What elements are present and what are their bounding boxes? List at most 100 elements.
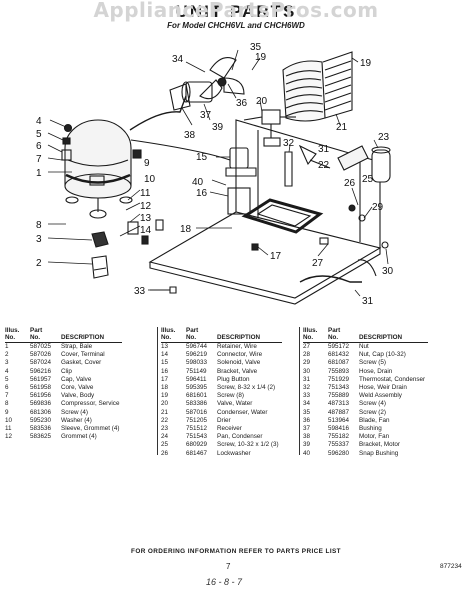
illus-no-cell: 38 — [303, 433, 311, 441]
illus-no-cell: 14 — [161, 351, 169, 359]
description-cell: Sleeve, Grommet (4) — [61, 425, 120, 433]
col-header-description: DESCRIPTION — [359, 327, 429, 343]
part-no-cell: 681087 — [328, 359, 350, 367]
col-header-part: Part No. — [30, 327, 61, 343]
part-no-cell: 751512 — [186, 425, 208, 433]
valve-cap-shape — [63, 123, 73, 133]
part-no-cell: 587024 — [30, 359, 52, 367]
callout-34: 34 — [172, 54, 184, 65]
description-cell: Screw, 8-32 x 1/4 (2) — [217, 384, 276, 392]
description-cell: Connector, Wire — [217, 351, 263, 359]
part-no-cell: 751543 — [186, 433, 208, 441]
illus-no-cell: 22 — [161, 416, 169, 424]
illus-no-cell: 23 — [161, 425, 169, 433]
col-header-illus: Illus. No. — [5, 327, 30, 343]
callout-32: 32 — [283, 138, 295, 149]
part-no-cell: 596744 — [186, 343, 208, 350]
description-cell: Motor, Fan — [359, 433, 390, 441]
part-no-cell: 598416 — [328, 425, 350, 433]
part-no-cell: 561956 — [30, 392, 52, 400]
callout-25: 25 — [362, 174, 374, 185]
description-cell: Screw (4) — [61, 408, 88, 416]
page-subtitle: For Model CHCH6VL and CHCH6WD — [167, 21, 305, 30]
illus-no-cell: 11 — [5, 425, 12, 433]
description-cell: Solenoid, Valve — [217, 359, 261, 367]
description-cell: Bracket, Valve — [217, 367, 258, 375]
description-cell: Pan, Condenser — [217, 433, 263, 441]
table-row: 10 595230 Washer (4) — [5, 417, 122, 425]
illus-no-cell: 8 — [5, 400, 9, 408]
description-cell: Clip — [61, 367, 72, 375]
ordering-note: FOR ORDERING INFORMATION REFER TO PARTS … — [131, 548, 341, 555]
description-cell: Hose, Weir Drain — [359, 384, 407, 392]
water-valve-shape — [243, 109, 296, 147]
illus-no-cell: 33 — [303, 392, 311, 400]
illus-no-cell: 27 — [303, 343, 311, 350]
table-header-row: Illus. No. Part No. DESCRIPTION — [5, 327, 123, 343]
illus-no-cell: 39 — [303, 441, 311, 449]
part-no-cell: 681601 — [186, 392, 208, 400]
callout-30: 31 — [362, 296, 374, 307]
description-cell: Grommet (4) — [61, 433, 97, 441]
description-cell: Washer (4) — [61, 416, 92, 424]
description-cell: Valve, Body — [61, 392, 95, 400]
description-cell: Screw (5) — [359, 359, 386, 367]
part-no-cell: 487313 — [328, 400, 350, 408]
col-header-illus: Illus. No. — [161, 327, 186, 343]
description-cell: Bushing — [359, 425, 382, 433]
part-no-cell: 487887 — [328, 408, 350, 416]
description-cell: Weld Assembly — [359, 392, 402, 400]
pan-rim-shape — [149, 248, 381, 305]
callout-16: 16 — [196, 188, 208, 199]
callout-labels: 4 5 6 7 1 8 3 2 9 10 11 12 13 14 33 34 3… — [36, 42, 394, 307]
part-no-cell: 583386 — [186, 400, 208, 408]
terminal-cover-shape — [91, 255, 109, 279]
callout-13: 13 — [140, 213, 152, 224]
part-no-cell: 595395 — [186, 384, 208, 392]
part-no-cell: 598033 — [186, 359, 208, 367]
part-no-cell: 680929 — [186, 441, 208, 449]
callout-15: 15 — [196, 152, 208, 163]
exploded-parts-diagram: 4 5 6 7 1 8 3 2 9 10 11 12 13 14 33 34 3… — [36, 42, 394, 307]
callout-26: 26 — [344, 178, 356, 189]
callout-10: 10 — [144, 174, 156, 185]
illus-no-cell: 34 — [303, 400, 311, 408]
frame-plate-shape — [241, 198, 324, 234]
callout-21: 21 — [336, 122, 348, 133]
callout-8: 8 — [36, 220, 42, 231]
description-cell: Screw (2) — [359, 408, 386, 416]
callout-6: 6 — [36, 141, 42, 152]
callout-40: 40 — [192, 177, 204, 188]
part-no-cell: 583536 — [30, 425, 52, 433]
illus-no-cell: 31 — [303, 375, 311, 383]
illus-no-cell: 6 — [5, 384, 9, 392]
part-no-cell: 681432 — [328, 351, 350, 359]
part-no-cell: 596219 — [186, 351, 208, 359]
part-no-cell: 595172 — [328, 343, 350, 350]
part-no-cell: 561957 — [30, 375, 52, 383]
illus-no-cell: 32 — [303, 384, 311, 392]
callout-12: 12 — [140, 201, 152, 212]
callout-35: 35 — [250, 42, 262, 53]
col-header-illus: Illus. No. — [303, 327, 328, 343]
part-no-cell: 595230 — [30, 416, 52, 424]
callout-36: 36 — [236, 98, 248, 109]
description-cell: Drier — [217, 416, 231, 424]
description-cell: Plug Button — [217, 375, 250, 383]
callout-29: 30 — [382, 266, 394, 277]
illus-no-cell: 10 — [5, 416, 13, 424]
callout-38: 38 — [184, 130, 196, 141]
part-no-cell: 596280 — [328, 449, 350, 457]
